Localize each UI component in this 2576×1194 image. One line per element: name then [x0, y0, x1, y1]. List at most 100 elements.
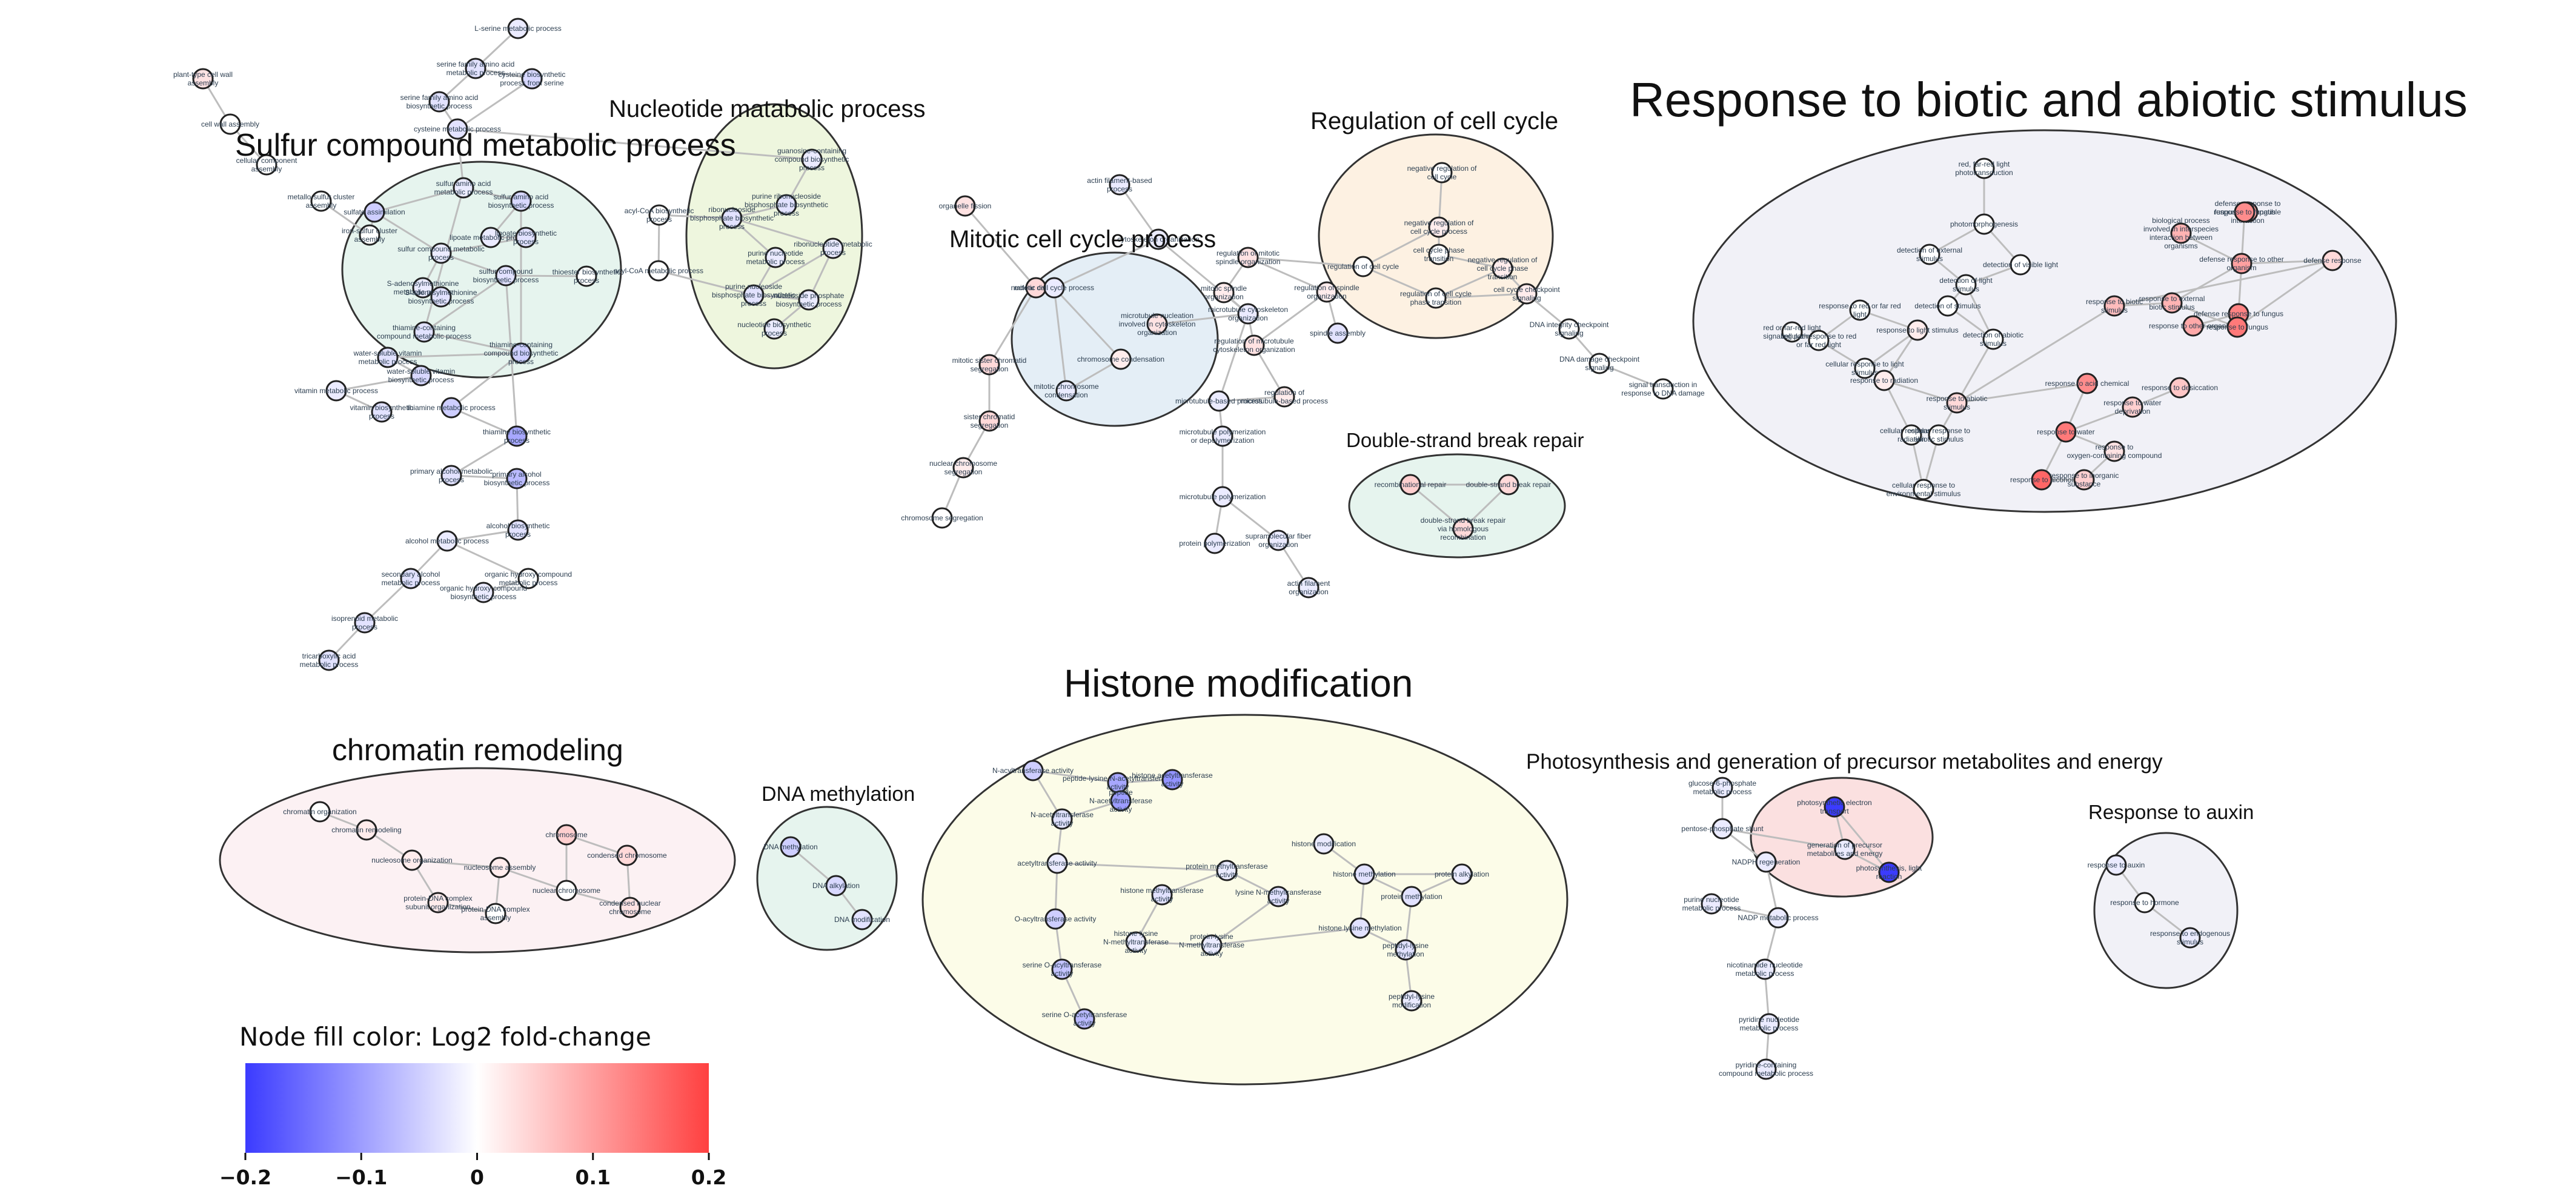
go-term-node[interactable]: DNA modification [834, 909, 890, 930]
node-circle[interactable] [1878, 861, 1900, 883]
node-circle[interactable] [1110, 790, 1132, 812]
go-term-node[interactable]: response to fungus [2206, 316, 2268, 338]
node-circle[interactable] [556, 824, 577, 846]
node-circle[interactable] [1110, 348, 1132, 370]
go-term-node[interactable]: acyl-CoA metabolic process [614, 260, 703, 282]
node-circle[interactable] [648, 204, 670, 226]
node-circle[interactable] [453, 177, 474, 199]
go-term-node[interactable]: detection of stimulus [1914, 295, 1981, 317]
go-term-node[interactable]: response to alcohol [2010, 469, 2073, 491]
node-circle[interactable] [1237, 247, 1259, 268]
go-term-node[interactable]: histone lysine methylation [1318, 917, 1402, 939]
node-circle[interactable] [1055, 380, 1077, 402]
node-circle[interactable] [798, 289, 820, 311]
node-circle[interactable] [1044, 908, 1066, 930]
node-circle[interactable] [507, 519, 529, 541]
node-circle[interactable] [1758, 1013, 1780, 1035]
node-circle[interactable] [401, 849, 423, 871]
node-circle[interactable] [616, 844, 638, 866]
go-term-node[interactable]: microtubule polymerization [1180, 486, 1266, 508]
node-circle[interactable] [2322, 250, 2343, 271]
node-circle[interactable] [775, 194, 797, 216]
node-circle[interactable] [1349, 917, 1371, 939]
node-circle[interactable] [1395, 939, 1416, 961]
go-term-node[interactable]: nuclear chromosome [533, 880, 600, 901]
node-circle[interactable] [825, 875, 847, 897]
node-circle[interactable] [1051, 958, 1073, 980]
node-circle[interactable] [1755, 851, 1777, 873]
go-term-node[interactable]: response to acid chemical [2045, 373, 2130, 394]
go-term-node[interactable]: lipoate metabolic process [450, 227, 532, 248]
node-circle[interactable] [192, 68, 214, 90]
go-term-node[interactable]: response to radiation [1850, 370, 1918, 391]
node-circle[interactable] [1428, 244, 1450, 265]
node-circle[interactable] [1982, 328, 2004, 350]
node-circle[interactable] [1074, 1008, 1095, 1030]
node-circle[interactable] [1428, 216, 1450, 238]
go-term-node[interactable]: response to other organism [2149, 315, 2237, 337]
node-circle[interactable] [1273, 386, 1295, 408]
node-circle[interactable] [763, 318, 785, 340]
node-circle[interactable] [506, 468, 528, 489]
go-term-node[interactable]: N-acyltransferase activity [992, 760, 1074, 781]
node-circle[interactable] [1125, 931, 1147, 953]
node-circle[interactable] [1767, 907, 1789, 929]
node-circle[interactable] [1834, 838, 1856, 860]
go-term-node[interactable]: DNA methylation [763, 836, 818, 858]
go-term-node[interactable]: response to desiccation [2142, 377, 2218, 399]
node-circle[interactable] [1452, 518, 1474, 540]
node-circle[interactable] [510, 190, 532, 212]
node-circle[interactable] [765, 247, 786, 268]
go-term-node[interactable]: spindle assembly [1310, 322, 1366, 344]
node-circle[interactable] [1204, 532, 1226, 554]
node-circle[interactable] [2105, 854, 2127, 876]
node-circle[interactable] [359, 224, 380, 246]
node-circle[interactable] [363, 201, 385, 223]
go-term-node[interactable]: histone methylation [1333, 863, 1396, 885]
node-circle[interactable] [1808, 330, 1830, 351]
node-circle[interactable] [1652, 378, 1674, 400]
node-circle[interactable] [219, 113, 241, 135]
go-term-node[interactable]: detection of visible light [1983, 254, 2059, 276]
go-term-node[interactable]: response to light stimulus [1876, 319, 1959, 341]
go-term-node[interactable]: regulation of cell cycle [1327, 256, 1399, 277]
node-circle[interactable] [256, 154, 277, 176]
go-term-node[interactable]: NADP metabolic process [1738, 907, 1819, 929]
go-term-node[interactable]: DNA alkylation [812, 875, 860, 897]
go-term-node[interactable]: NADPH regeneration [1732, 851, 1801, 873]
node-circle[interactable] [2231, 253, 2252, 274]
go-term-node[interactable]: pentose-phosphate shunt [1681, 818, 1764, 840]
node-circle[interactable] [1267, 529, 1289, 551]
node-circle[interactable] [1316, 281, 1338, 303]
node-circle[interactable] [721, 207, 743, 229]
